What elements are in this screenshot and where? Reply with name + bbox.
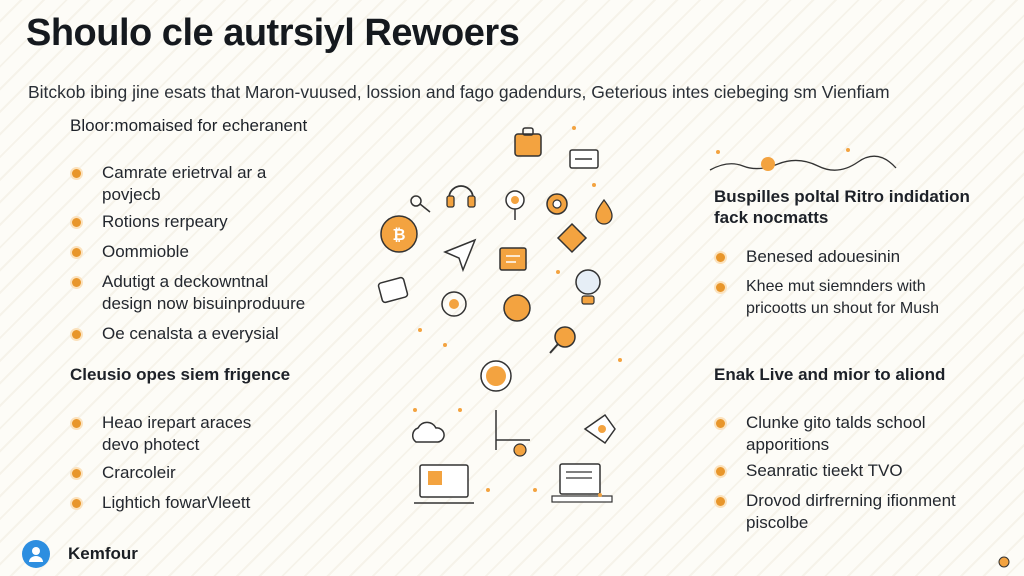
search-coin-icon (549, 326, 576, 354)
page-subtitle: Bitckob ibing jine esats that Maron-vuus… (28, 82, 890, 102)
footer-brand-name: Kemfour (68, 544, 138, 563)
bullet-icon (716, 253, 725, 262)
list-item: Rotions rerpeary (68, 211, 368, 233)
bullet-icon (72, 330, 81, 339)
diamond-icon (556, 222, 588, 254)
section-heading-right-bottom: Enak Live and mior to aliond (714, 365, 946, 384)
list-item: Seanratic tieekt TVO (712, 460, 1012, 482)
bullet-icon (72, 499, 81, 508)
sparkle-icon (413, 126, 622, 497)
bitcoin-coin-icon (503, 294, 531, 322)
bullet-icon (72, 218, 81, 227)
drop-icon (595, 198, 613, 225)
landscape-icon (709, 148, 897, 171)
section-heading-left-bottom: Cleusio opes siem frigence (70, 365, 291, 384)
microphone-icon (505, 190, 525, 220)
svg-text:₿: ₿ (392, 225, 405, 244)
cloud-coin-icon (412, 421, 445, 443)
gear-icon (546, 193, 568, 215)
bullet-icon (72, 248, 81, 257)
bullet-icon (716, 419, 725, 428)
coin-icon: ₿ (380, 215, 418, 253)
bullet-icon (716, 497, 725, 506)
chart-box-icon (499, 247, 527, 271)
list-item: Benesed adouesinin (712, 246, 1012, 268)
page-title: Shoulo cle autrsiyl Rewoers (26, 12, 520, 54)
section-heading-left-top: Bloor:momaised for echeranent (70, 116, 308, 135)
bullet-icon (72, 469, 81, 478)
robot-icon (575, 269, 601, 305)
list-item: Lightich fowarVleett (68, 492, 368, 514)
corner-badge-icon (998, 556, 1010, 568)
central-illustration: ₿ (377, 126, 622, 504)
laptop-icon (414, 464, 474, 504)
user-logo-icon (22, 540, 50, 568)
hand-coin-icon (441, 291, 467, 317)
bullet-icon (716, 283, 725, 292)
document-stack-icon (551, 463, 613, 503)
rocket-icon (583, 413, 616, 445)
card-icon (569, 149, 599, 169)
bullet-icon (72, 278, 81, 287)
paper-plane-icon (443, 238, 477, 273)
briefcase-icon (514, 127, 542, 157)
list-right-top: Benesed adouesinin Khee mut siemnders wi… (712, 246, 1012, 320)
list-item: Oommioble (68, 241, 368, 263)
headphones-icon (446, 185, 476, 208)
footer: Kemfour (22, 540, 138, 568)
list-item: Oe cenalsta a everysial (68, 323, 368, 345)
key-icon (410, 195, 431, 213)
target-coin-icon (480, 360, 512, 392)
list-item: Crarcoleir (68, 462, 368, 484)
section-heading-right-top: Buspilles poltal Ritro indidation fack n… (714, 187, 970, 227)
bullet-icon (72, 169, 81, 178)
bullet-icon (716, 467, 725, 476)
wallet-icon (377, 276, 409, 304)
plant-stand-icon (495, 410, 530, 457)
bullet-icon (72, 419, 81, 428)
